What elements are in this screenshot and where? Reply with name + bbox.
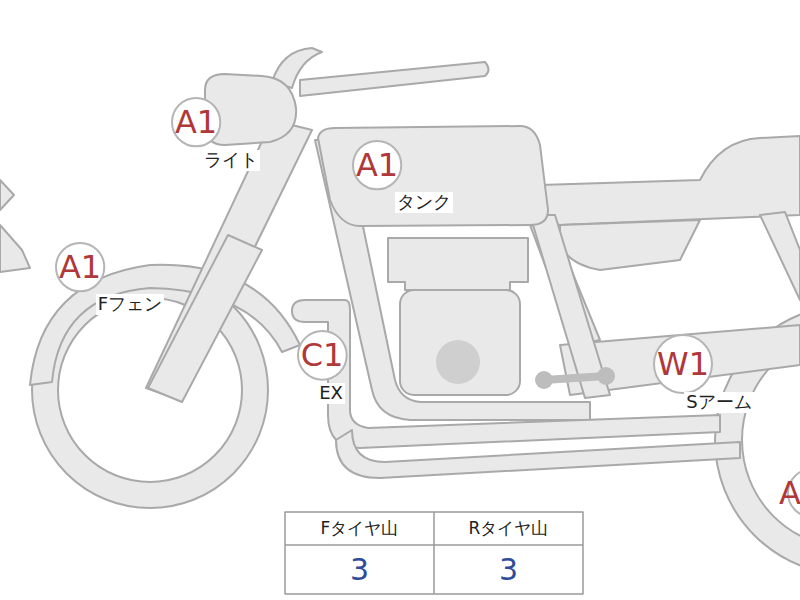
callout-code: C1 — [301, 339, 344, 371]
callout-circle: W1Sアーム — [653, 334, 713, 394]
handlebar — [300, 62, 489, 96]
callout-code: A1 — [59, 251, 101, 283]
part-name: タンク — [395, 192, 453, 213]
footpeg — [535, 371, 553, 389]
callout-code: W1 — [657, 348, 709, 380]
callout-circle: A — [787, 468, 800, 518]
table-header: Fタイヤ山 — [321, 520, 399, 537]
callout-circle: A1ライト — [171, 97, 221, 147]
callout-ring — [56, 243, 104, 291]
left-part — [0, 180, 14, 210]
table-value: 3 — [499, 555, 518, 585]
footpeg — [544, 376, 606, 380]
side-cover — [560, 220, 700, 270]
exhaust-pipe — [336, 430, 740, 478]
frame-tube — [760, 212, 800, 300]
part-name: ライト — [202, 150, 260, 171]
engine-cover — [436, 340, 480, 384]
callout-code: A1 — [356, 149, 398, 181]
part-name: EX — [317, 383, 345, 404]
cylinder-head — [388, 238, 528, 290]
callout-circle: A1Fフェン — [55, 242, 105, 292]
part-name: Fフェン — [96, 294, 164, 315]
table-header: Rタイヤ山 — [469, 520, 549, 537]
table-rule — [433, 512, 435, 594]
footpeg — [597, 367, 615, 385]
callout-ring — [172, 98, 220, 146]
engine-case — [400, 290, 520, 395]
table-frame — [285, 512, 583, 594]
fork-leg — [148, 235, 262, 402]
callout-code: A — [779, 477, 800, 509]
callout-circle: A1タンク — [352, 140, 402, 190]
table-value: 3 — [350, 555, 369, 585]
fuel-tank — [318, 126, 548, 226]
part-name: Sアーム — [684, 392, 753, 413]
callout-circle: C1EX — [297, 330, 348, 381]
seat — [540, 136, 800, 225]
callout-code: A1 — [175, 106, 217, 138]
callout-ring — [353, 141, 401, 189]
headlight — [205, 74, 296, 145]
frame-tube — [530, 215, 610, 398]
left-part — [0, 225, 30, 272]
callout-ring — [654, 335, 712, 393]
callout-ring — [298, 331, 347, 380]
